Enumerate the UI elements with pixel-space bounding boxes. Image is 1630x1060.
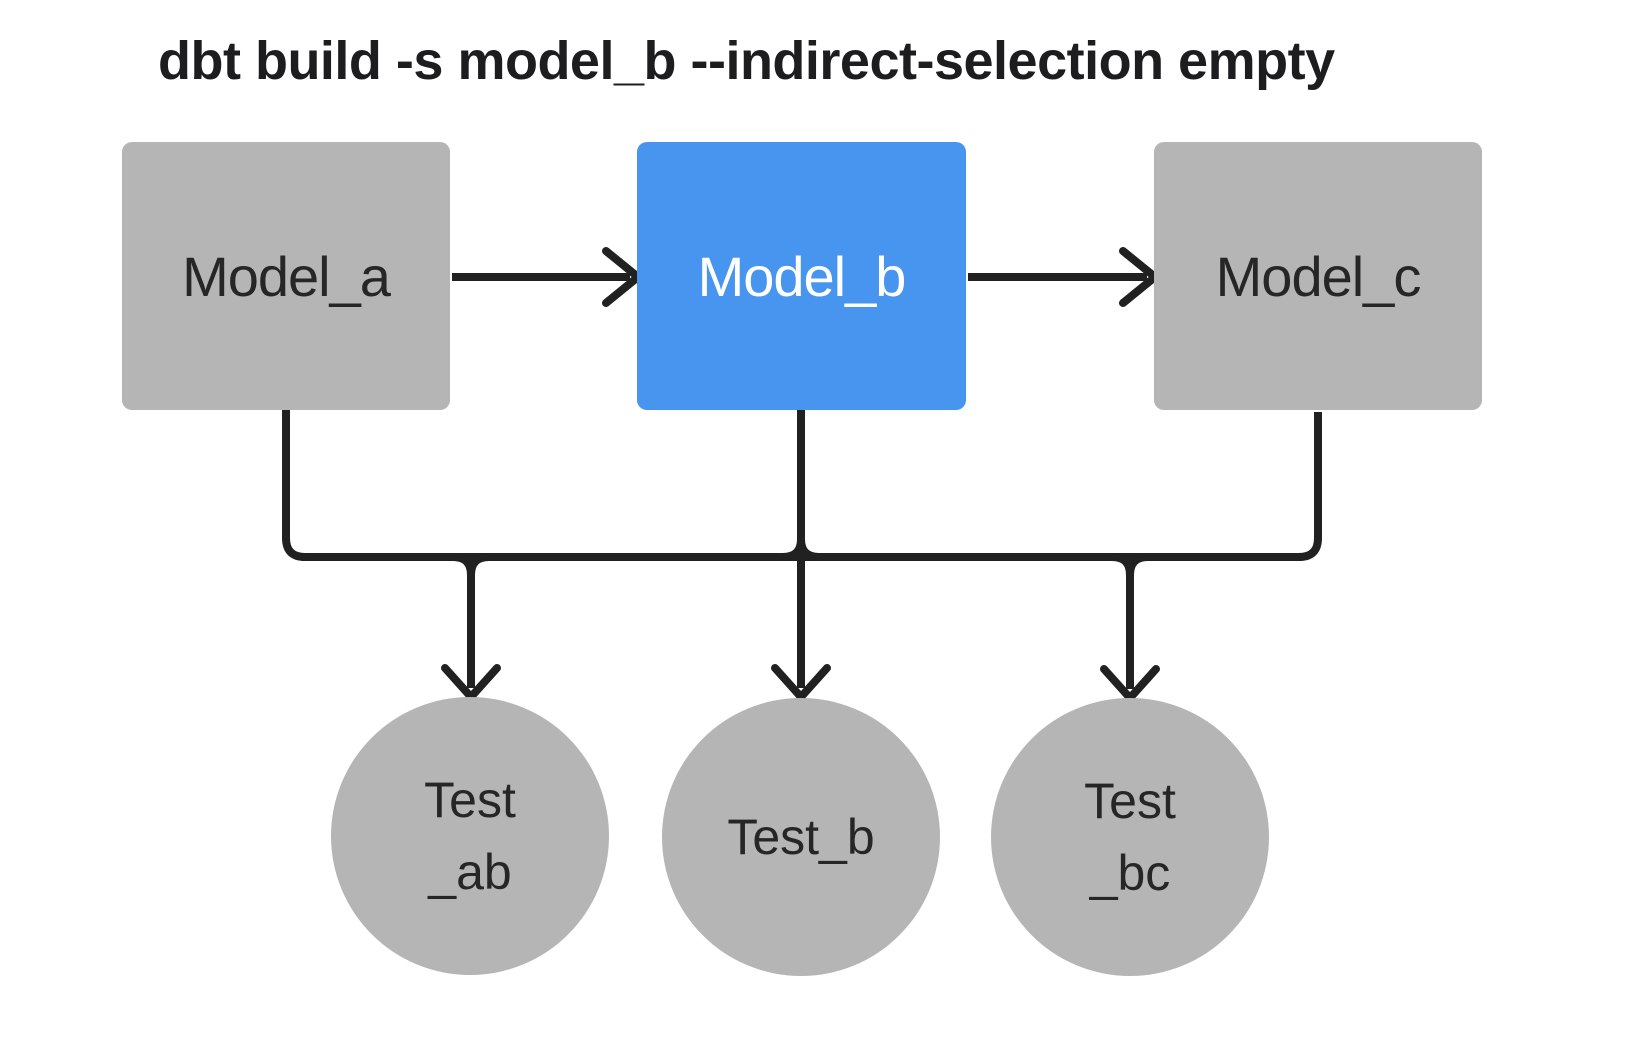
node-model-a: Model_a [122, 142, 450, 410]
node-test-ab-label-line1: Test [424, 771, 516, 828]
node-test-b: Test_b [662, 698, 940, 976]
node-test-ab-label-line2: _ab [428, 844, 512, 900]
node-test-bc: Test _bc [991, 698, 1269, 976]
edge-to-test-ab [441, 553, 501, 701]
diagram-title: dbt build -s model_b --indirect-selectio… [158, 31, 1335, 91]
node-test-bc-label-line1: Test [1084, 772, 1176, 829]
node-test-b-label: Test_b [727, 808, 875, 865]
edge-model-a-to-model-b [452, 247, 642, 307]
arrowhead-down-icon [771, 664, 831, 701]
node-model-b-label: Model_b [697, 244, 907, 308]
node-test-bc-label-line2: _bc [1089, 845, 1171, 901]
edge-to-test-bc [1100, 553, 1160, 702]
edge-model-b-to-model-c [968, 247, 1159, 307]
node-model-a-label: Model_a [182, 244, 391, 308]
edge-model-b-to-test-b [771, 410, 831, 701]
node-model-b-selected: Model_b [637, 142, 966, 410]
node-test-ab: Test _ab [331, 697, 609, 975]
node-model-c-label: Model_c [1215, 244, 1422, 308]
node-model-c: Model_c [1154, 142, 1482, 410]
